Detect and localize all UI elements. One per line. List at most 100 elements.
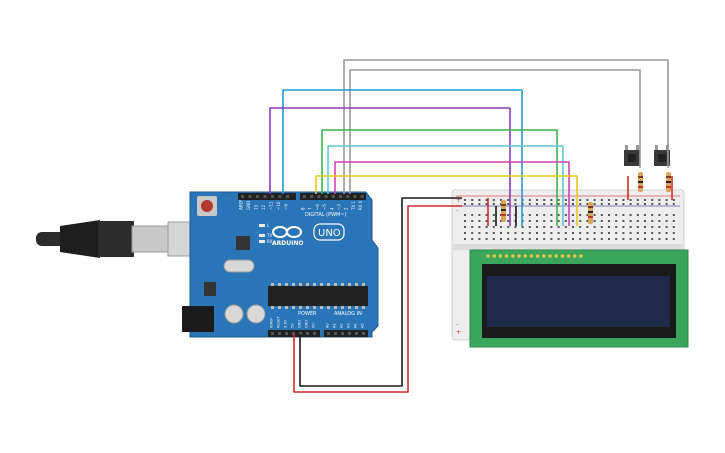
breadboard-hole[interactable] <box>572 232 574 234</box>
breadboard-hole[interactable] <box>622 238 625 240</box>
breadboard-hole[interactable] <box>579 214 582 216</box>
breadboard-hole[interactable] <box>492 214 495 216</box>
breadboard-hole[interactable] <box>485 238 488 240</box>
breadboard-hole[interactable] <box>521 226 524 228</box>
breadboard-hole[interactable] <box>586 232 589 234</box>
breadboard-hole[interactable] <box>615 199 618 201</box>
breadboard-hole[interactable] <box>514 199 517 201</box>
breadboard-hole[interactable] <box>507 232 510 234</box>
breadboard-hole[interactable] <box>557 220 560 222</box>
breadboard-hole[interactable] <box>507 203 510 205</box>
wire-gray-2[interactable] <box>349 69 641 194</box>
breadboard-hole[interactable] <box>636 238 639 240</box>
digital-pin[interactable] <box>317 195 321 198</box>
breadboard-hole[interactable] <box>651 220 654 222</box>
lcd-pin[interactable] <box>573 254 577 258</box>
breadboard-hole[interactable] <box>644 232 646 234</box>
breadboard-hole[interactable] <box>471 214 474 216</box>
breadboard-hole[interactable] <box>651 226 654 228</box>
breadboard-hole[interactable] <box>600 232 603 234</box>
breadboard-hole[interactable] <box>557 203 560 205</box>
breadboard-hole[interactable] <box>600 203 603 205</box>
breadboard-hole[interactable] <box>579 238 582 240</box>
breadboard-hole[interactable] <box>471 220 474 222</box>
breadboard-hole[interactable] <box>622 232 625 234</box>
breadboard-hole[interactable] <box>579 220 582 222</box>
breadboard-hole[interactable] <box>572 199 574 201</box>
breadboard-hole[interactable] <box>557 232 560 234</box>
breadboard-hole[interactable] <box>579 199 582 201</box>
breadboard-hole[interactable] <box>507 220 510 222</box>
breadboard-hole[interactable] <box>658 226 661 228</box>
breadboard-hole[interactable] <box>658 199 661 201</box>
breadboard-hole[interactable] <box>528 226 531 228</box>
wire-yellow[interactable] <box>315 175 578 226</box>
wire-cyan[interactable] <box>327 145 564 226</box>
digital-pin[interactable] <box>303 195 306 198</box>
breadboard-hole[interactable] <box>579 226 582 228</box>
breadboard-hole[interactable] <box>622 220 625 222</box>
digital-pin[interactable] <box>263 195 267 198</box>
lcd-pin[interactable] <box>548 254 552 258</box>
wire-gray-1[interactable] <box>343 59 669 194</box>
breadboard-hole[interactable] <box>636 199 639 201</box>
resistor-2[interactable] <box>588 202 593 224</box>
breadboard-hole[interactable] <box>485 214 488 216</box>
breadboard-hole[interactable] <box>478 238 481 240</box>
lcd-pin[interactable] <box>542 254 546 258</box>
wire-blue[interactable] <box>282 89 523 226</box>
breadboard-hole[interactable] <box>586 226 589 228</box>
breadboard-hole[interactable] <box>586 220 589 222</box>
breadboard-hole[interactable] <box>600 199 603 201</box>
breadboard-hole[interactable] <box>608 238 610 240</box>
breadboard-hole[interactable] <box>471 199 474 201</box>
breadboard-hole[interactable] <box>536 203 538 205</box>
breadboard-hole[interactable] <box>572 226 574 228</box>
breadboard-hole[interactable] <box>593 232 596 234</box>
lcd-16x2[interactable] <box>469 249 689 348</box>
breadboard-hole[interactable] <box>550 220 553 222</box>
breadboard-hole[interactable] <box>665 203 668 205</box>
breadboard-hole[interactable] <box>608 203 610 205</box>
breadboard-hole[interactable] <box>615 220 618 222</box>
breadboard-hole[interactable] <box>500 226 502 228</box>
breadboard-hole[interactable] <box>557 214 560 216</box>
breadboard-hole[interactable] <box>593 226 596 228</box>
breadboard-hole[interactable] <box>485 232 488 234</box>
breadboard-hole[interactable] <box>658 238 661 240</box>
wire-black[interactable] <box>299 197 462 387</box>
breadboard-hole[interactable] <box>658 220 661 222</box>
power-jack[interactable] <box>182 306 214 332</box>
breadboard-hole[interactable] <box>665 220 668 222</box>
lcd-pin[interactable] <box>554 254 558 258</box>
breadboard-hole[interactable] <box>572 220 574 222</box>
analog-pin[interactable] <box>327 332 330 335</box>
breadboard-hole[interactable] <box>485 226 488 228</box>
breadboard-hole[interactable] <box>629 214 632 216</box>
breadboard-hole[interactable] <box>651 203 654 205</box>
breadboard-hole[interactable] <box>507 226 510 228</box>
breadboard-hole[interactable] <box>564 232 567 234</box>
breadboard-hole[interactable] <box>665 199 668 201</box>
breadboard-hole[interactable] <box>471 232 474 234</box>
resistor-1[interactable] <box>501 200 506 222</box>
lcd-pin[interactable] <box>498 254 503 258</box>
breadboard-hole[interactable] <box>608 199 610 201</box>
digital-pin[interactable] <box>256 195 259 198</box>
power-pin[interactable] <box>292 332 295 335</box>
breadboard-hole[interactable] <box>615 232 618 234</box>
lcd-pin[interactable] <box>560 254 565 258</box>
digital-pin[interactable] <box>286 195 289 198</box>
breadboard-hole[interactable] <box>485 203 488 205</box>
breadboard-hole[interactable] <box>600 214 603 216</box>
breadboard-hole[interactable] <box>521 232 524 234</box>
breadboard-hole[interactable] <box>543 203 546 205</box>
breadboard-hole[interactable] <box>600 226 603 228</box>
breadboard-hole[interactable] <box>593 203 596 205</box>
breadboard-hole[interactable] <box>514 203 517 205</box>
breadboard-hole[interactable] <box>528 203 531 205</box>
resistor-3[interactable] <box>638 172 643 192</box>
analog-pin[interactable] <box>348 332 351 335</box>
breadboard-hole[interactable] <box>644 226 646 228</box>
